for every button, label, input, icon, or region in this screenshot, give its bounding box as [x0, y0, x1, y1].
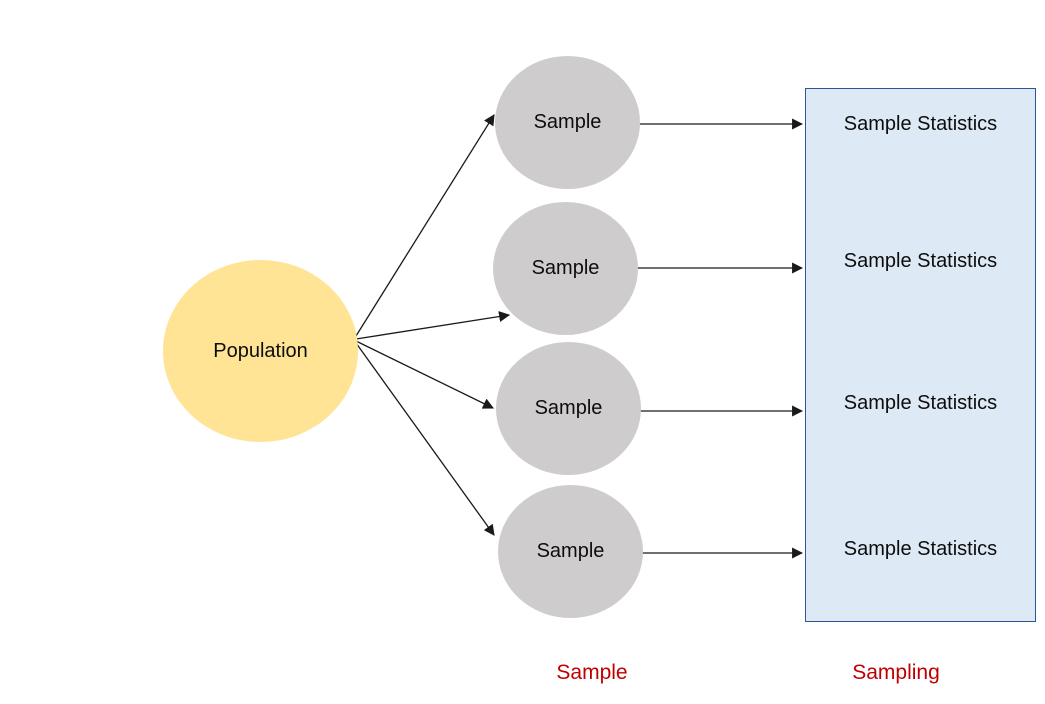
- arrow-population-to-sample-2: [355, 311, 511, 340]
- sample-statistics-label-4: Sample Statistics: [843, 538, 998, 560]
- sample-node-2: Sample: [493, 202, 638, 335]
- arrow-population-to-sample-3: [355, 340, 494, 409]
- arrow-population-to-sample-1: [355, 114, 495, 337]
- sample-node-3: Sample: [496, 342, 641, 475]
- population-label: Population: [213, 339, 308, 362]
- sample-label: Sample: [536, 540, 605, 562]
- sample-label: Sample: [531, 257, 600, 279]
- arrow-population-to-sample-4: [355, 342, 495, 536]
- sample-statistics-box: [805, 88, 1036, 622]
- caption-sample: Sample: [556, 661, 628, 684]
- sample-statistics-label-1: Sample Statistics: [843, 113, 998, 135]
- sample-label: Sample: [534, 397, 603, 419]
- sample-label: Sample: [533, 111, 602, 133]
- sample-node-4: Sample: [498, 485, 643, 618]
- population-node: Population: [163, 260, 358, 442]
- sample-statistics-label-3: Sample Statistics: [843, 392, 998, 414]
- sample-node-1: Sample: [495, 56, 640, 189]
- caption-sampling: Sampling: [852, 661, 940, 684]
- sample-statistics-label-2: Sample Statistics: [843, 250, 998, 272]
